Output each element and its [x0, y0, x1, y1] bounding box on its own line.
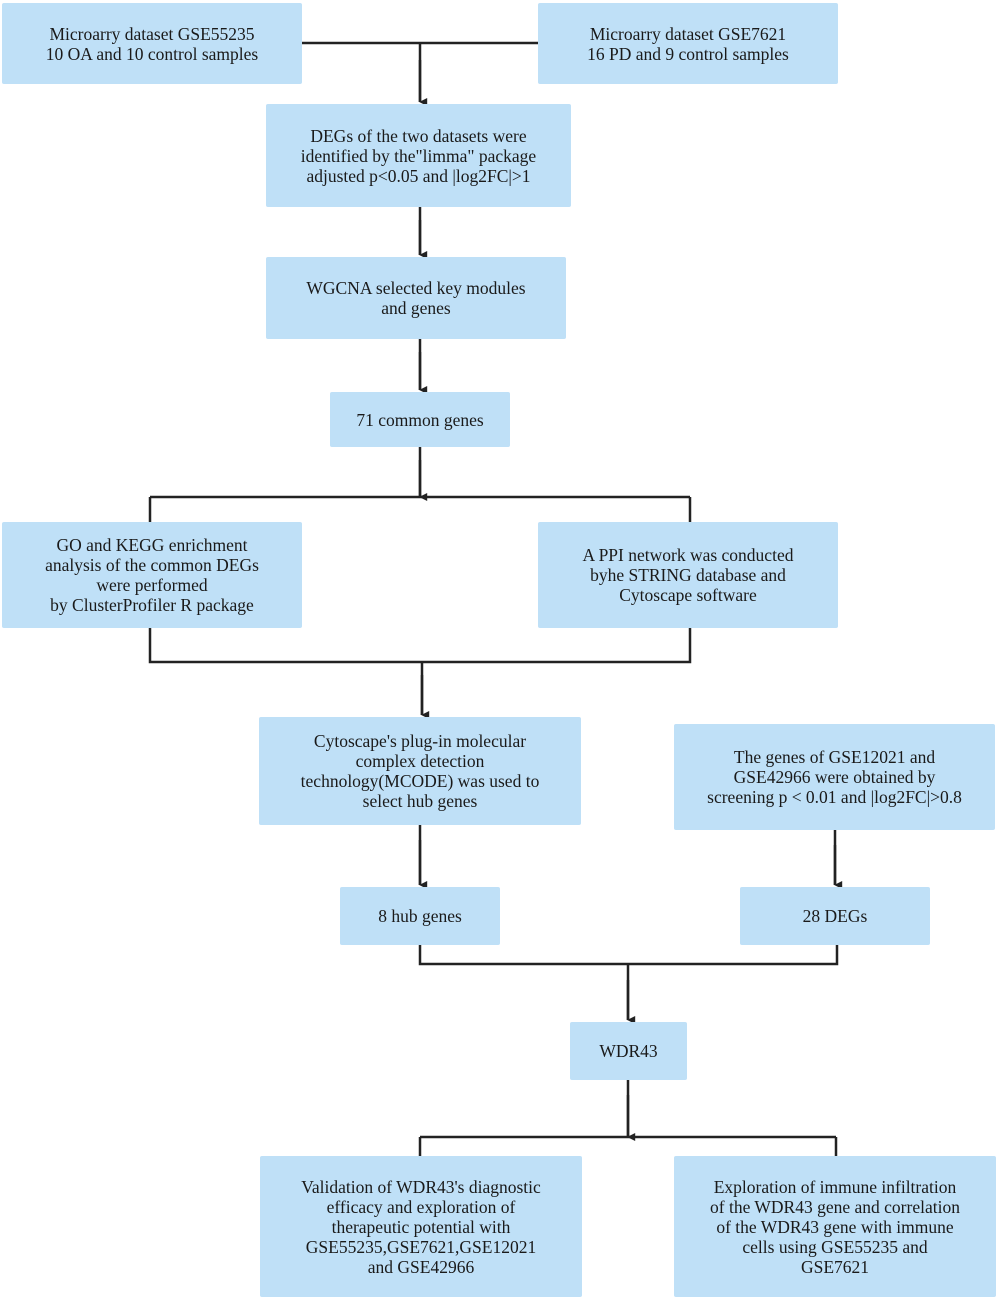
node-common-genes-text: 71 common genes [356, 409, 484, 430]
node-validation-text: Validation of WDR43's diagnostic efficac… [301, 1176, 541, 1277]
node-28-degs-text: 28 DEGs [802, 906, 868, 926]
node-immune-text: Exploration of immune infiltration of th… [710, 1176, 960, 1277]
node-wdr43-text: WDR43 [599, 1041, 658, 1061]
node-go-kegg-text: GO and KEGG enrichment analysis of the c… [45, 535, 259, 615]
node-hub-genes: 8 hub genes [340, 887, 500, 945]
node-common-genes: 71 common genes [330, 392, 510, 447]
connector-genes-merge [418, 945, 839, 966]
node-validation: Validation of WDR43's diagnostic efficac… [260, 1156, 582, 1297]
node-wgcna-text: WGCNA selected key modules and genes [306, 278, 526, 318]
node-gse7621-text: Microarry dataset GSE7621 16 PD and 9 co… [587, 23, 789, 64]
node-wgcna: WGCNA selected key modules and genes [266, 257, 566, 339]
node-degs-text: DEGs of the two datasets were identified… [300, 125, 537, 186]
node-gse7621: Microarry dataset GSE7621 16 PD and 9 co… [538, 3, 838, 84]
node-immune: Exploration of immune infiltration of th… [674, 1156, 996, 1297]
node-go-kegg: GO and KEGG enrichment analysis of the c… [2, 522, 302, 628]
node-gse12021-text: The genes of GSE12021 and GSE42966 were … [707, 747, 962, 807]
node-mcode: Cytoscape's plug-in molecular complex de… [259, 717, 581, 825]
node-hub-genes-text: 8 hub genes [378, 906, 462, 926]
node-ppi: A PPI network was conducted byhe STRING … [538, 522, 838, 628]
connector-analysis-merge [148, 628, 692, 664]
node-gse55235: Microarry dataset GSE55235 10 OA and 10 … [2, 3, 302, 84]
node-degs: DEGs of the two datasets were identified… [266, 104, 571, 207]
node-gse55235-text: Microarry dataset GSE55235 10 OA and 10 … [45, 23, 259, 64]
node-mcode-text: Cytoscape's plug-in molecular complex de… [300, 731, 540, 811]
node-ppi-text: A PPI network was conducted byhe STRING … [582, 545, 794, 605]
node-28-degs: 28 DEGs [740, 887, 930, 945]
node-wdr43: WDR43 [570, 1022, 687, 1080]
node-gse12021: The genes of GSE12021 and GSE42966 were … [674, 724, 995, 830]
